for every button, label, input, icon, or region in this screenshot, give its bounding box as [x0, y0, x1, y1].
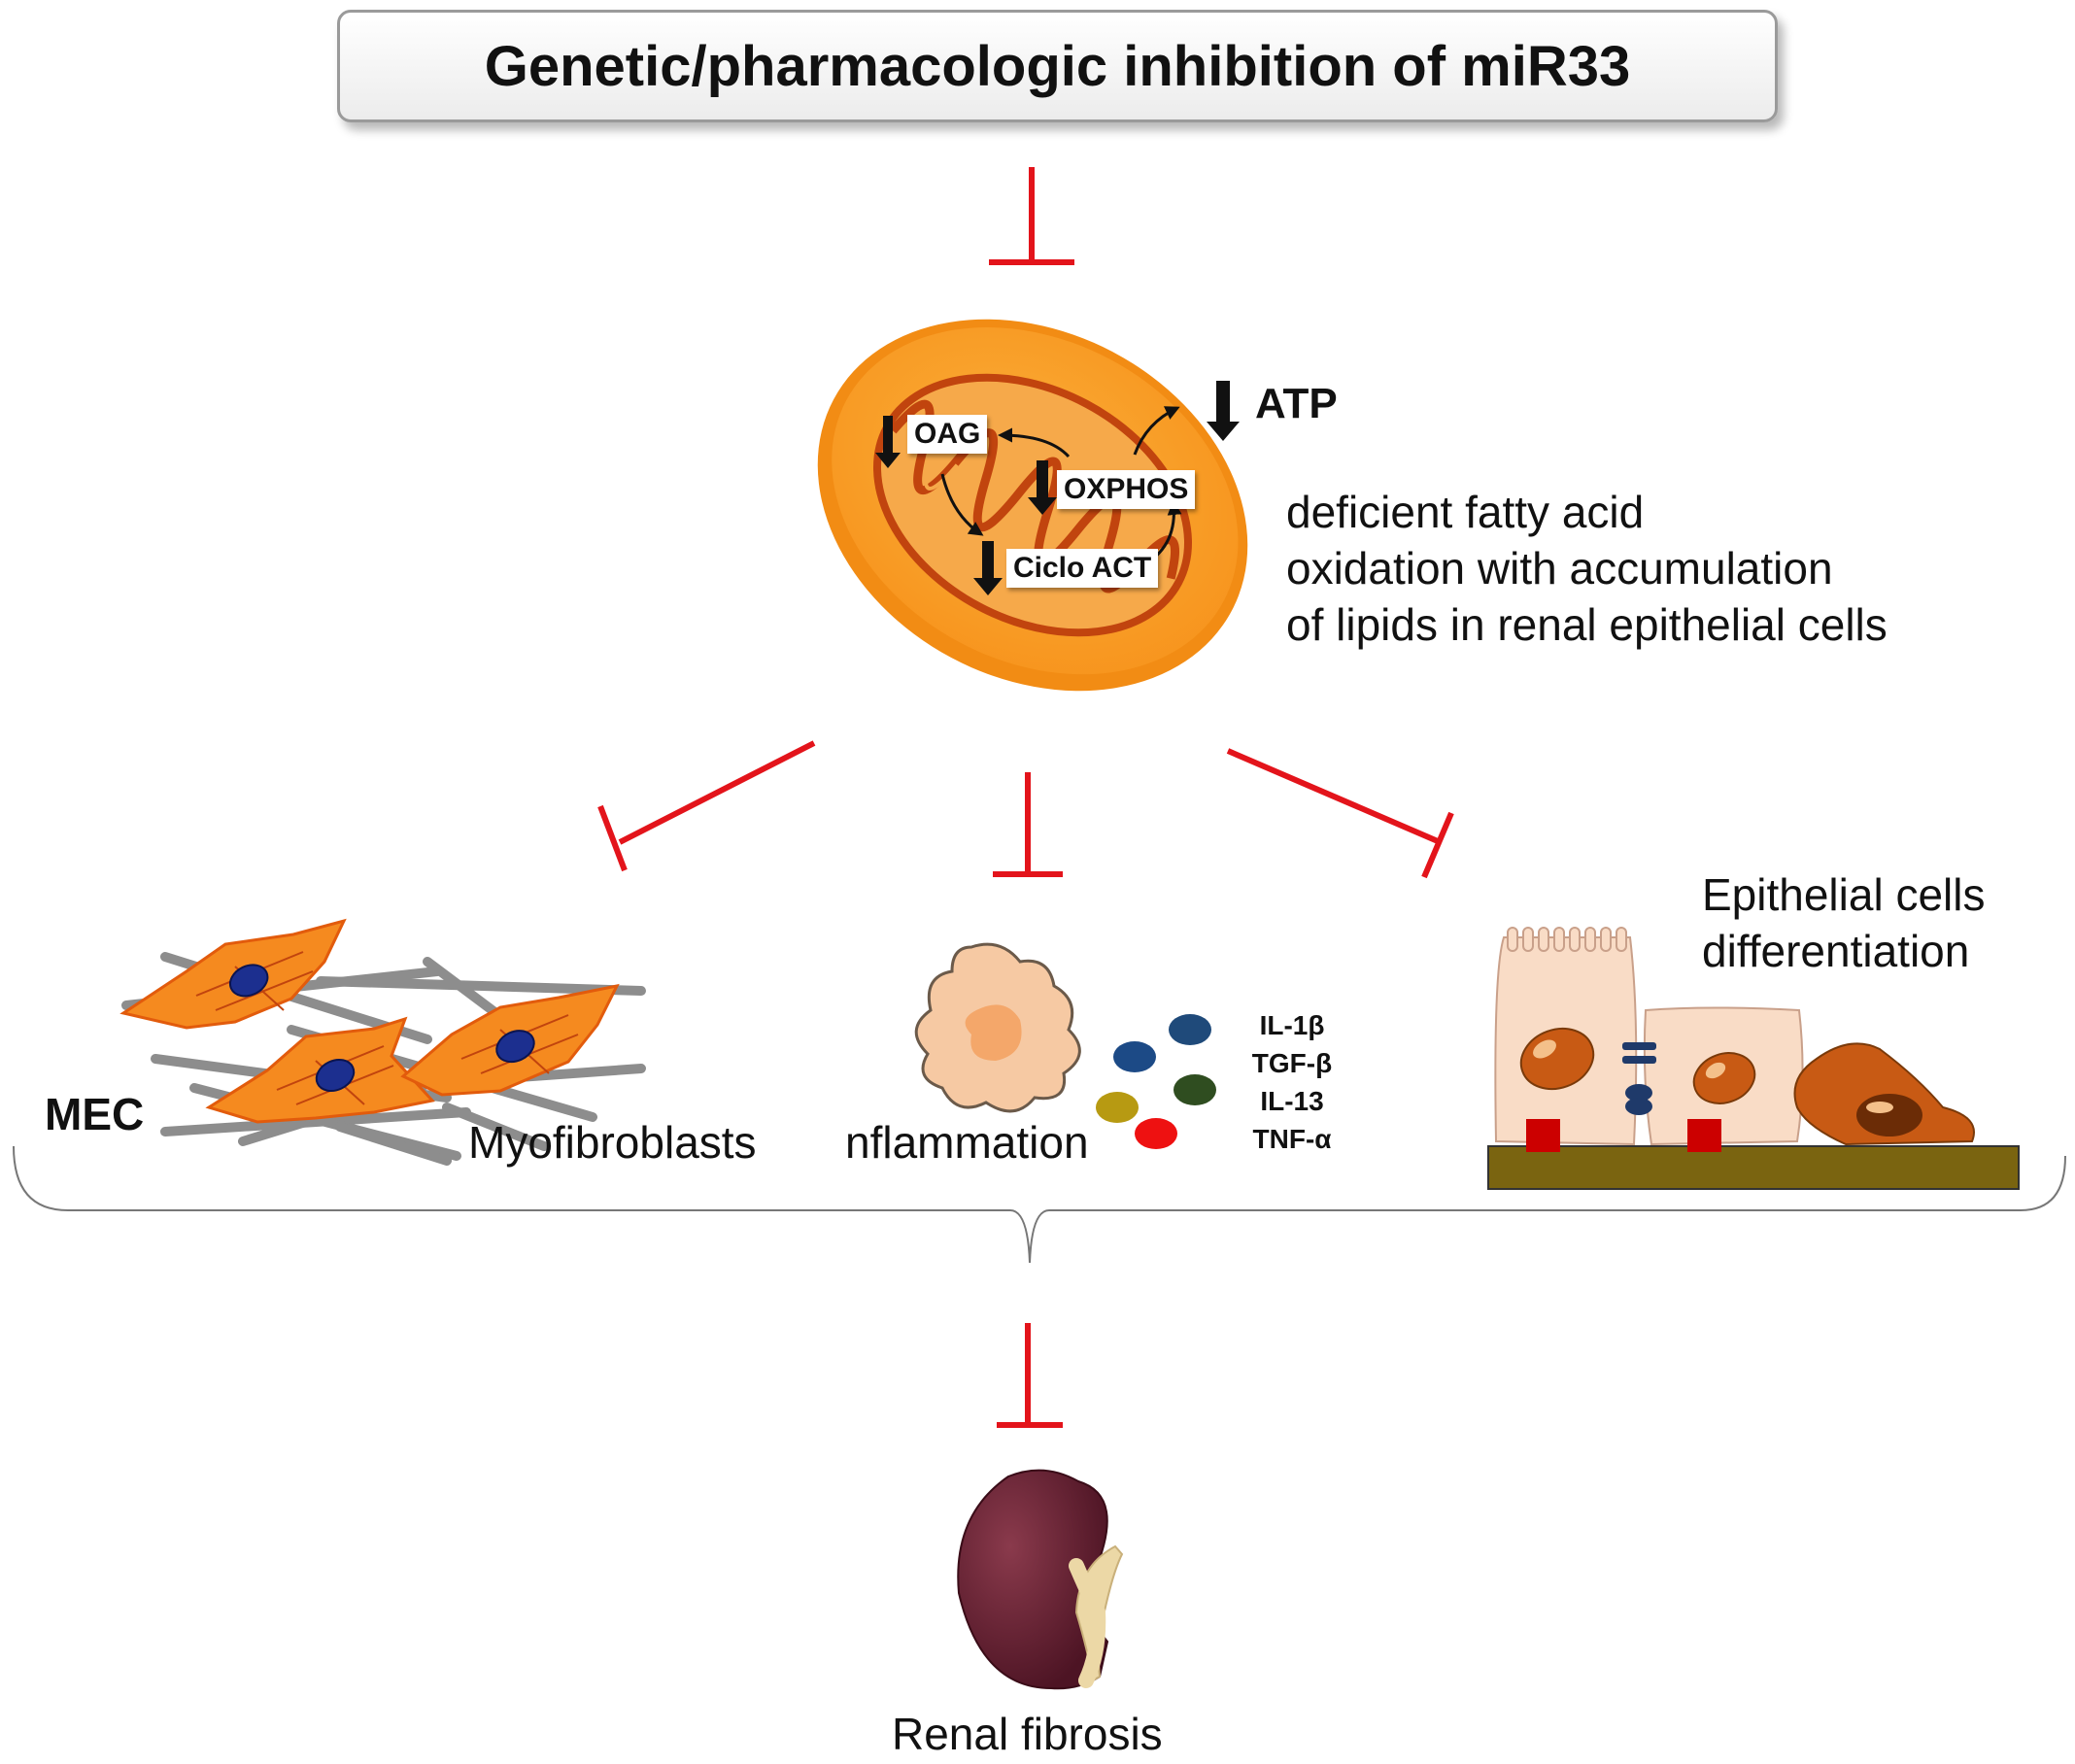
description-line-2: oxidation with accumulation — [1286, 543, 1833, 594]
myofibroblast-cells-icon — [119, 918, 620, 1124]
inflammation-label: nflammation — [845, 1117, 1089, 1168]
macrophage-icon — [914, 942, 1081, 1113]
description-line-1: deficient fatty acid — [1286, 487, 1645, 537]
inhibition-bottom — [997, 1323, 1063, 1428]
oxphos-label: OXPHOS — [1057, 470, 1196, 509]
myofibroblasts-label: Myofibroblasts — [468, 1117, 757, 1168]
down-arrow-ciclo-icon — [973, 541, 1003, 595]
cytokine-list: IL-1β TGF-β IL-13 TNF-α — [1248, 1006, 1336, 1158]
inhibition-branches — [597, 740, 1454, 879]
cytokine-tgfb: TGF-β — [1251, 1048, 1333, 1078]
fatty-acid-description: deficient fatty acid oxidation with accu… — [1286, 484, 1888, 653]
down-arrow-oag-icon — [875, 416, 901, 468]
epithelial-cells-icon — [1487, 927, 2020, 1190]
ciclo-act-label: Ciclo ACT — [1006, 549, 1159, 588]
down-arrows — [875, 381, 1240, 595]
cytokine-tnfa: TNF-α — [1252, 1124, 1332, 1154]
cytokine-il1b: IL-1β — [1259, 1010, 1325, 1040]
down-arrow-atp-icon — [1207, 381, 1240, 441]
cytokine-dot-blue-icon — [1113, 1041, 1156, 1072]
cytokine-dot-green-icon — [1174, 1074, 1216, 1105]
mitochondrion-icon — [817, 319, 1248, 692]
title-box: Genetic/pharmacologic inhibition of miR3… — [337, 10, 1778, 122]
cytokine-il13: IL-13 — [1260, 1086, 1324, 1116]
epithelial-label: Epithelial cells differentiation — [1702, 866, 1985, 979]
mec-label: MEC — [45, 1089, 145, 1139]
cytokine-dot-red-icon — [1135, 1118, 1177, 1149]
cytokine-dots — [1096, 1014, 1216, 1149]
epithelial-line-2: differentiation — [1702, 926, 1970, 976]
grouping-brace — [13, 1145, 2066, 1264]
inhibition-top — [989, 167, 1074, 265]
oag-label: OAG — [907, 415, 988, 454]
cytokine-dot-olive-icon — [1096, 1092, 1139, 1123]
kidney-icon — [957, 1469, 1124, 1690]
cytokine-dot-dark-blue-icon — [1169, 1014, 1211, 1045]
description-line-3: of lipids in renal epithelial cells — [1286, 599, 1888, 650]
down-arrow-oxphos-icon — [1028, 460, 1057, 515]
atp-label: ATP — [1255, 380, 1338, 427]
epithelial-line-1: Epithelial cells — [1702, 869, 1986, 920]
renal-fibrosis-label: Renal fibrosis — [892, 1709, 1163, 1759]
